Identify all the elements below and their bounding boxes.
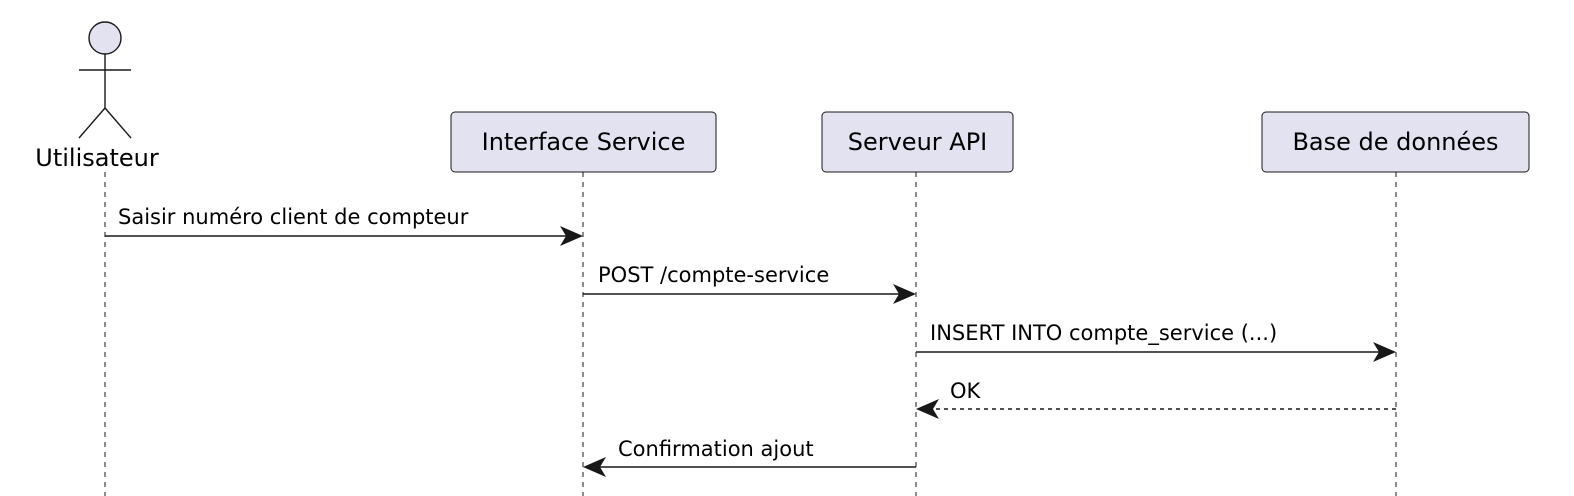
message-saisir-numero: Saisir numéro client de compteur [105, 205, 583, 246]
message-label: Confirmation ajout [618, 437, 814, 461]
actor-utilisateur: Utilisateur [35, 21, 159, 172]
participant-label: Interface Service [482, 128, 686, 156]
participant-label: Base de données [1292, 128, 1498, 156]
message-ok-return: OK [916, 379, 1396, 419]
participant-base-de-donnees: Base de données [1261, 111, 1530, 173]
arrow-right-icon [893, 284, 916, 304]
message-label: OK [950, 379, 982, 403]
participant-box [1261, 111, 1530, 173]
arrow-left-icon [916, 399, 939, 419]
participant-box [821, 111, 1014, 173]
arrow-left-icon [583, 457, 606, 477]
participant-serveur-api: Serveur API [821, 111, 1014, 173]
message-label: POST /compte-service [598, 263, 829, 287]
message-insert-into: INSERT INTO compte_service (...) [916, 321, 1396, 362]
message-label: INSERT INTO compte_service (...) [930, 321, 1277, 346]
stick-figure-actor-icon [78, 21, 132, 139]
participant-interface-service: Interface Service [450, 111, 717, 173]
message-label: Saisir numéro client de compteur [118, 205, 469, 229]
arrow-right-icon [560, 226, 583, 246]
message-confirmation-ajout: Confirmation ajout [583, 437, 916, 477]
arrow-right-icon [1373, 342, 1396, 362]
participant-box [450, 111, 717, 173]
actor-label: Utilisateur [35, 144, 159, 172]
message-post-compte-service: POST /compte-service [583, 263, 916, 304]
participant-label: Serveur API [848, 128, 988, 156]
